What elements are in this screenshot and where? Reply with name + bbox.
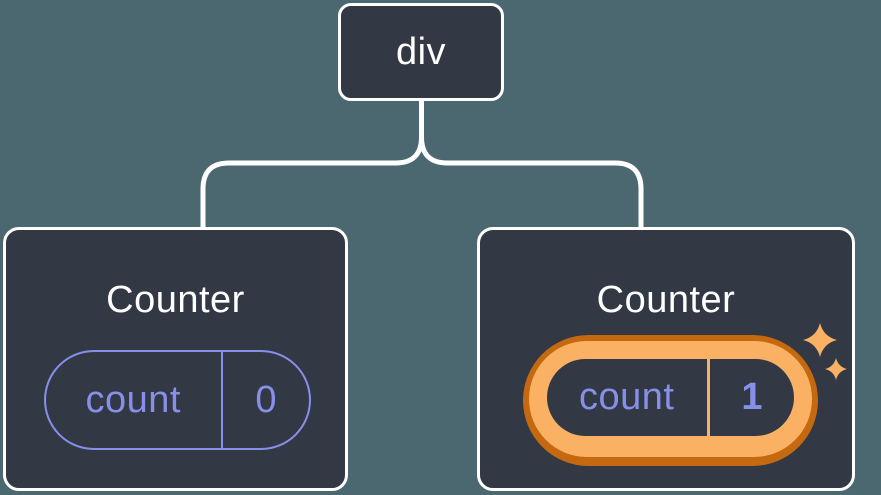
sparkle-icon-large bbox=[803, 323, 837, 357]
state-key-label: count bbox=[579, 376, 675, 418]
state-key-label: count bbox=[85, 378, 181, 421]
counter-node-left: Counter count 0 bbox=[3, 227, 348, 491]
state-pill-highlight-ring: count 1 bbox=[529, 341, 812, 457]
state-pill-highlighted: count 1 bbox=[523, 335, 818, 466]
component-title: Counter bbox=[106, 279, 245, 321]
state-pill-divider bbox=[220, 352, 223, 448]
component-title: Counter bbox=[596, 279, 736, 321]
counter-node-right: Counter count 1 bbox=[477, 227, 855, 491]
state-pill: count 0 bbox=[44, 350, 311, 450]
state-value: 0 bbox=[255, 378, 277, 421]
sparkle-icon-small bbox=[825, 358, 847, 380]
root-node-div: div bbox=[338, 3, 504, 101]
root-node-label: div bbox=[395, 30, 447, 73]
state-pill-interior: count 1 bbox=[547, 359, 794, 436]
state-value: 1 bbox=[741, 376, 763, 418]
state-pill-divider bbox=[706, 359, 710, 436]
